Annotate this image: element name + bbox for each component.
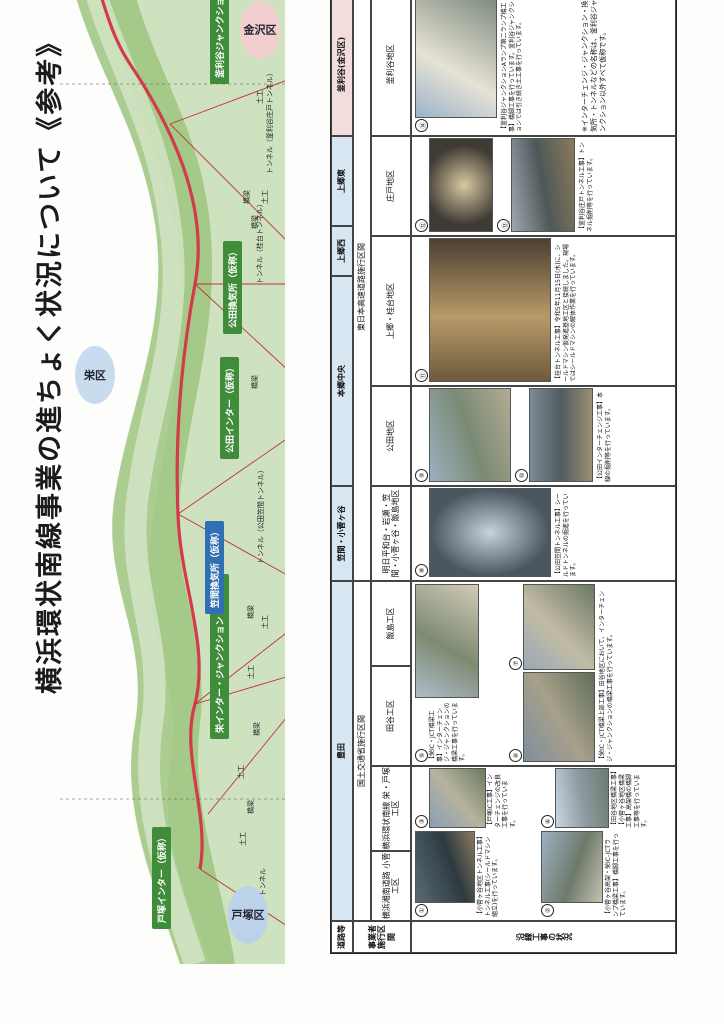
photo-number: ⑫ <box>415 219 428 232</box>
section-iijima: 飯島工区 <box>371 581 411 666</box>
photo-kuden-ic-excavation <box>529 388 593 482</box>
photo-caption: 【戸塚IC工事】インターチェンジの改良工事を行っています。 <box>487 773 517 828</box>
photo-number: ⑥ <box>509 749 522 762</box>
photo-number: ② <box>541 904 554 917</box>
map-illustration <box>60 0 285 964</box>
structure-label: トンネル <box>259 868 267 896</box>
structure-label: トンネル（釜利谷庄戸トンネル） <box>266 69 274 174</box>
photo-shodo-tunnel-portal <box>429 138 493 232</box>
photo-caption: 【釜利谷ジャンクションAランプ第二ランプ橋工事】橋脚工事を行っています。釜利谷ジ… <box>501 1 523 132</box>
photo-caption: 【公田インターチェンジ工事】本線の掘削等を行っています。 <box>597 391 612 482</box>
structure-label: 橋梁 <box>251 375 259 389</box>
section-kamigo-katsuradai: 上郷・桂台地区 <box>371 236 411 386</box>
section-shodo: 庄戸地区 <box>371 136 411 236</box>
photo-sakae-jct-bridge <box>415 584 479 698</box>
urban-band <box>79 0 206 964</box>
callout-kuden-interchange: 公田インター（仮称） <box>220 356 239 459</box>
route-kasama: 笠間・小菅ヶ谷 <box>331 486 353 581</box>
route-kamigo-east: 上郷東 <box>331 136 353 226</box>
section-sakae-totsuka: 横浜環状南線 栄・戸塚工区 <box>371 766 411 851</box>
photo-number: ④ <box>541 815 554 828</box>
callout-kasama-ventilation: 笠間換気所（仮称） <box>205 520 224 614</box>
naming-note: ※インターチェンジ・ジャンクション・換気所・トンネルなどの名称は、釜利谷ジャンク… <box>581 0 608 132</box>
photo-number: ⑬ <box>497 219 510 232</box>
structure-label: 橋梁 <box>251 215 259 229</box>
structure-label: 橋梁 <box>253 722 261 736</box>
photo-number: ⑤ <box>415 749 428 762</box>
photo-caption: 【田谷地区橋梁工事】【小菅ヶ谷地区橋梁工事】高架橋の橋脚工事等を行っています。 <box>611 770 648 828</box>
section-multi: 明日平和台・岩瀬・笠間・小菅ヶ谷・飯島地区 <box>371 486 411 581</box>
callout-kuden-ventilation: 公田換気所（仮称） <box>223 240 242 334</box>
structure-label: 土工 <box>237 765 245 779</box>
photo-number: ⑧ <box>415 564 428 577</box>
structure-label: 土工 <box>256 90 264 104</box>
photo-shodo-tunnel-excavation <box>511 138 575 232</box>
agency-nexco: 東日本高速道路施行区間 <box>353 0 371 581</box>
section-kuden: 公田地区 <box>371 386 411 486</box>
structure-label: 橋梁 <box>247 605 255 619</box>
photo-kuden-kasama-tunnel <box>429 488 551 577</box>
structure-label: 土工 <box>261 615 269 629</box>
callout-kamariya-junction: 釜利谷ジャンクション <box>210 0 229 84</box>
row-header-status: 沿線工事の状況 <box>411 921 676 953</box>
photo-number: ① <box>415 904 428 917</box>
photo-caption: 【栄IC・JCT橋梁工事】インターチェンジ・ジャンクションの橋梁工事を行っていま… <box>429 702 466 762</box>
photo-caption: 【小菅ヶ谷地区トンネル工事】トンネル工事(シールドマシン組立)を行っています。 <box>477 833 499 917</box>
photo-caption: 【公田笠間トンネル工事】シールドトンネルの掘進を行っています。 <box>555 493 577 577</box>
route-kamariya: 釜利谷(金沢区) <box>331 0 353 136</box>
route-map: 戸塚区 栄区 金沢区 戸塚インター（仮称） 栄インター・ジャンクション（仮称） … <box>60 0 285 964</box>
structure-label: 橋梁 <box>247 800 255 814</box>
photo-kosugaya-tunnel <box>415 831 475 903</box>
structure-label: 土工 <box>239 832 247 846</box>
structure-label: 土工 <box>247 665 255 679</box>
photo-number: ⑦ <box>509 657 522 670</box>
section-kamariya: 釜利谷地区 <box>371 0 411 136</box>
agency-mlit: 国土交通省施行区間 <box>353 581 371 921</box>
row-header-route: 道路等 <box>331 921 353 953</box>
photo-kuden-ic-overview <box>429 388 511 482</box>
structure-label: 橋梁 <box>243 190 251 204</box>
photo-kamariya-junction <box>415 0 497 118</box>
photo-taya-bridge <box>555 768 609 828</box>
section-taya: 田谷工区 <box>371 666 411 766</box>
photo-caption: 【小菅ヶ谷高架・栄IC-JCTランプ橋梁工事】橋脚工事を行っています。 <box>605 833 627 917</box>
photo-sakae-jct-overview <box>523 672 595 762</box>
photo-number: ⑭ <box>415 119 428 132</box>
photo-number: ⑪ <box>415 369 428 382</box>
photo-totsuka-ic <box>429 768 486 828</box>
structure-label: 土工 <box>261 190 269 204</box>
photo-katsuradai-shield-machine <box>429 238 551 382</box>
terrain-lower <box>100 0 285 964</box>
photo-taya-upper-bridge <box>523 584 595 670</box>
photo-caption: 【釜利谷庄戸トンネル工事】トンネル掘削等を行っています。 <box>579 142 594 232</box>
route-hongo: 本郷中央 <box>331 276 353 486</box>
structure-label: トンネル（公田笠間トンネル） <box>257 466 265 564</box>
section-kosugaya: 横浜湘南道路 小菅工区 <box>371 851 411 921</box>
progress-table: 道路等 事業者施行区間 沿線工事の状況 豊田 笠間・小菅ヶ谷 本郷中央 上郷西 … <box>330 0 677 954</box>
photo-caption: 【栄IC・JCT橋梁上部工事】田谷地区において、インターチェンジ・ジャンクション… <box>599 590 614 762</box>
route-toyoda: 豊田 <box>331 581 353 921</box>
ward-sakae: 栄区 <box>75 346 115 404</box>
ward-kanazawa: 金沢区 <box>240 1 280 59</box>
row-header-agency: 事業者施行区間 <box>353 921 411 953</box>
route-line <box>93 0 204 870</box>
photo-number: ⑨ <box>415 469 428 482</box>
callout-totsuka-interchange: 戸塚インター（仮称） <box>152 826 171 929</box>
route-kamigo-west: 上郷西 <box>331 226 353 276</box>
structure-label: トンネル（桂台トンネル） <box>256 200 264 284</box>
photo-number: ③ <box>415 815 428 828</box>
photo-number: ⑩ <box>515 469 528 482</box>
photo-kosugaya-bridge <box>541 831 603 903</box>
photo-caption: 【桂台トンネル工事】令和5年11月15日(水)に、シールドマシン仮発進基地工区と… <box>555 243 577 382</box>
